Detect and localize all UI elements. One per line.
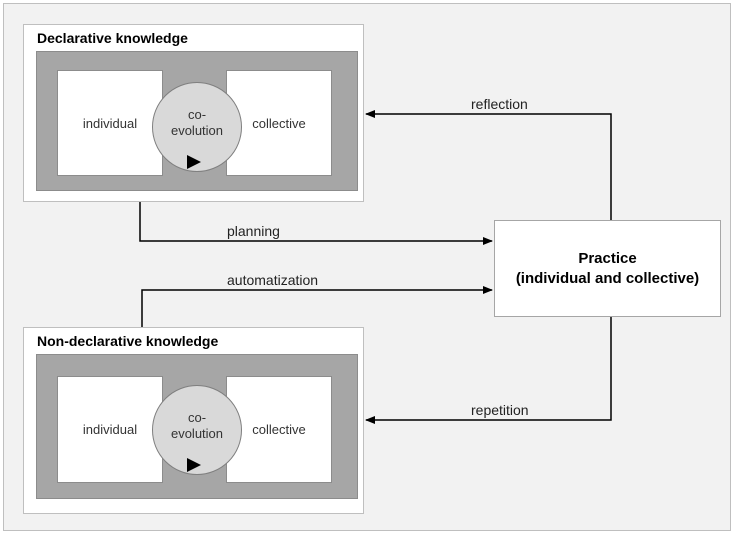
- non-declarative-knowledge-panel: Non-declarative knowledge individual col…: [23, 327, 364, 514]
- declarative-coevolution-line1: co-: [187, 107, 207, 122]
- declarative-coevolution-circle: co- evolution: [152, 82, 242, 172]
- automatization-arrow: [141, 286, 493, 327]
- declarative-knowledge-panel: Declarative knowledge individual collect…: [23, 24, 364, 202]
- automatization-label: automatization: [227, 272, 319, 288]
- repetition-arrow: [365, 317, 612, 424]
- non-declarative-coevolution-line2: evolution: [170, 426, 224, 441]
- declarative-individual-box: individual: [57, 70, 163, 176]
- declarative-individual-label: individual: [82, 115, 138, 131]
- play-icon: [187, 458, 201, 472]
- planning-label: planning: [227, 223, 280, 239]
- practice-box: Practice (individual and collective): [494, 220, 721, 317]
- practice-subtitle: (individual and collective): [515, 269, 700, 287]
- play-icon: [187, 155, 201, 169]
- declarative-coevolution-line2: evolution: [170, 123, 224, 138]
- non-declarative-collective-label: collective: [252, 422, 306, 437]
- non-declarative-coevolution-line1: co-: [187, 410, 207, 425]
- non-declarative-individual-label: individual: [82, 422, 138, 437]
- reflection-arrow: [365, 110, 612, 220]
- non-declarative-collective-box: collective: [226, 376, 332, 483]
- non-declarative-knowledge-title: Non-declarative knowledge: [37, 333, 219, 349]
- practice-title: Practice: [578, 249, 637, 267]
- declarative-collective-label: collective: [252, 115, 306, 131]
- repetition-label: repetition: [471, 402, 529, 418]
- declarative-collective-box: collective: [226, 70, 332, 176]
- non-declarative-individual-box: individual: [57, 376, 163, 483]
- reflection-label: reflection: [471, 96, 528, 112]
- planning-arrow: [139, 202, 493, 245]
- declarative-knowledge-title: Declarative knowledge: [37, 30, 188, 46]
- non-declarative-coevolution-circle: co- evolution: [152, 385, 242, 475]
